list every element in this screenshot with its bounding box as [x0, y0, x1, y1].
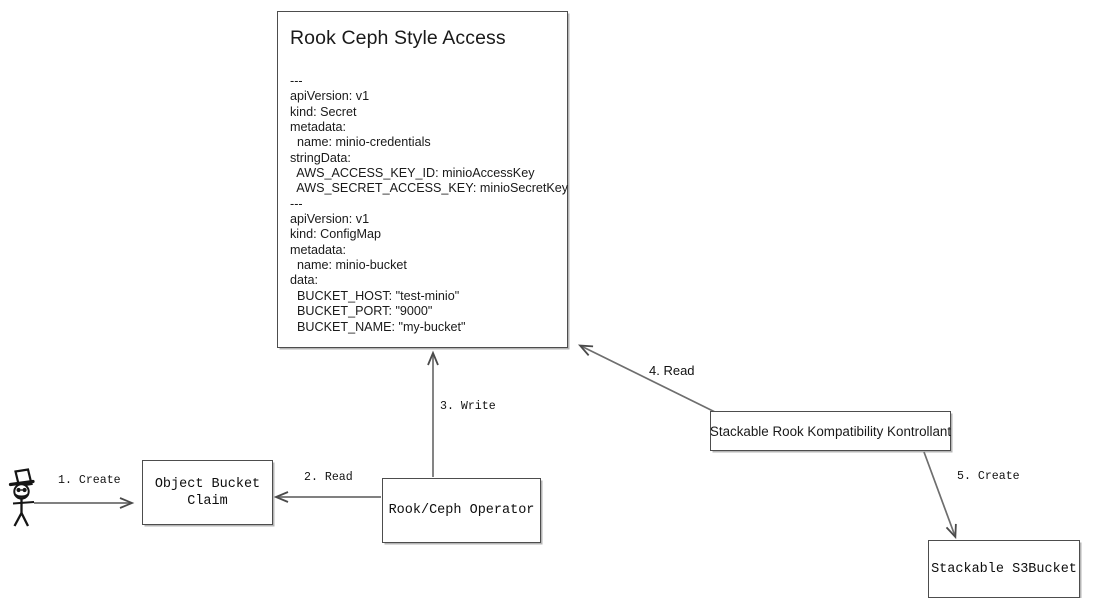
edge-label-2-read: 2. Read — [304, 471, 353, 484]
edge-label-5-create: 5. Create — [957, 470, 1020, 483]
node-object-bucket-claim[interactable]: Object Bucket Claim — [142, 460, 273, 525]
yaml-card-manifest: --- apiVersion: v1 kind: Secret metadata… — [290, 74, 569, 334]
srkk-label: Stackable Rook Kompatibility Kontrollant — [709, 423, 952, 439]
edge-create-srkk-to-s3bucket — [923, 451, 957, 540]
rook-ceph-operator-label: Rook/Ceph Operator — [388, 503, 535, 518]
edge-label-4-read: 4. Read — [649, 363, 695, 378]
actor-stick-figure-icon — [8, 468, 35, 527]
node-stackable-s3bucket[interactable]: Stackable S3Bucket — [928, 540, 1080, 598]
yaml-card-title: Rook Ceph Style Access — [290, 27, 506, 49]
object-bucket-claim-label: Object Bucket Claim — [154, 476, 261, 509]
node-rook-ceph-style-access[interactable]: Rook Ceph Style Access --- apiVersion: v… — [277, 11, 568, 348]
edge-label-1-create: 1. Create — [58, 474, 121, 487]
edge-read-srkk-to-yaml — [578, 344, 716, 413]
node-stackable-rook-kompatibility-kontrollant[interactable]: Stackable Rook Kompatibility Kontrollant — [710, 411, 951, 451]
node-rook-ceph-operator[interactable]: Rook/Ceph Operator — [382, 478, 541, 543]
stackable-s3bucket-label: Stackable S3Bucket — [931, 561, 1077, 577]
edge-label-3-write: 3. Write — [440, 400, 496, 413]
